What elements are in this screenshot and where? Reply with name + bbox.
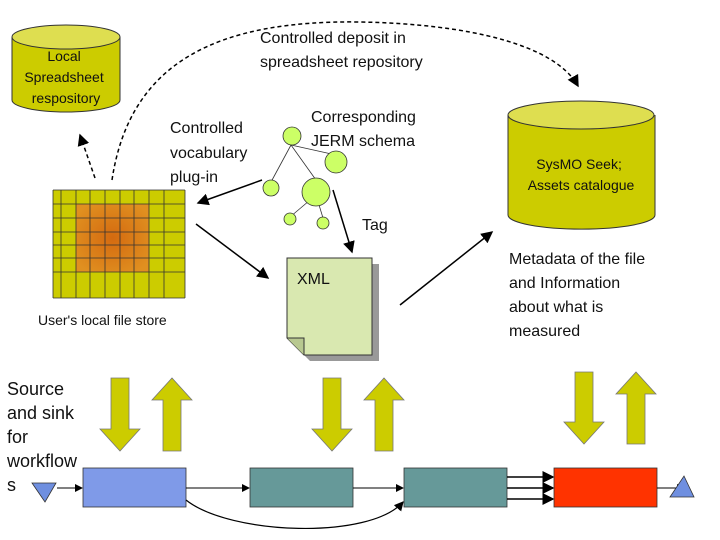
local-spreadsheet-repository: Local Spreadsheet respository xyxy=(11,24,121,113)
sysmo-seek-label: SysMO Seek; Assets catalogue xyxy=(528,156,635,193)
to-local-repo-arrow xyxy=(77,133,96,179)
workflow-edge-curved xyxy=(185,499,404,529)
vocabulary-arrow xyxy=(196,179,263,206)
download-arrow-icon xyxy=(311,377,353,452)
metadata-arrow xyxy=(399,231,494,306)
io-arrows xyxy=(99,371,657,452)
xml-label: XML xyxy=(297,271,330,288)
source-marker xyxy=(31,482,57,503)
controlled-deposit-arrow xyxy=(111,21,579,181)
upload-arrow-icon xyxy=(615,371,657,445)
local-repo-label: Local Spreadsheet respository xyxy=(24,48,107,106)
xml-document: XML xyxy=(286,257,379,361)
source-sink-label: Source and sink for workflow s xyxy=(6,379,82,495)
controlled-deposit-label: Controlled deposit in spreadsheet reposi… xyxy=(260,30,423,71)
download-arrow-icon xyxy=(99,377,141,452)
tag-arrow xyxy=(332,189,355,254)
to-xml-arrow xyxy=(195,223,270,279)
spreadsheet-grid xyxy=(52,189,186,299)
sysmo-seek-catalogue: SysMO Seek; Assets catalogue xyxy=(507,100,656,230)
download-arrow-icon xyxy=(563,371,605,445)
spreadsheet-highlight-region xyxy=(76,204,149,272)
metadata-label: Metadata of the file and Information abo… xyxy=(509,251,650,340)
workflow-step-3[interactable] xyxy=(403,467,508,508)
upload-arrow-icon xyxy=(151,377,193,452)
workflow-step-2[interactable] xyxy=(249,467,354,508)
workflow-step-4[interactable] xyxy=(553,467,658,508)
sink-marker xyxy=(669,475,695,498)
controlled-vocabulary-label: Controlled vocabulary plug-in xyxy=(170,120,252,186)
jerm-schema-label: Corresponding JERM schema xyxy=(311,109,420,150)
upload-arrow-icon xyxy=(363,377,405,452)
tag-label: Tag xyxy=(362,217,388,234)
local-file-store-label: User's local file store xyxy=(38,312,167,328)
jerm-schema-tree xyxy=(262,126,348,230)
workflow-step-1[interactable] xyxy=(82,467,187,508)
